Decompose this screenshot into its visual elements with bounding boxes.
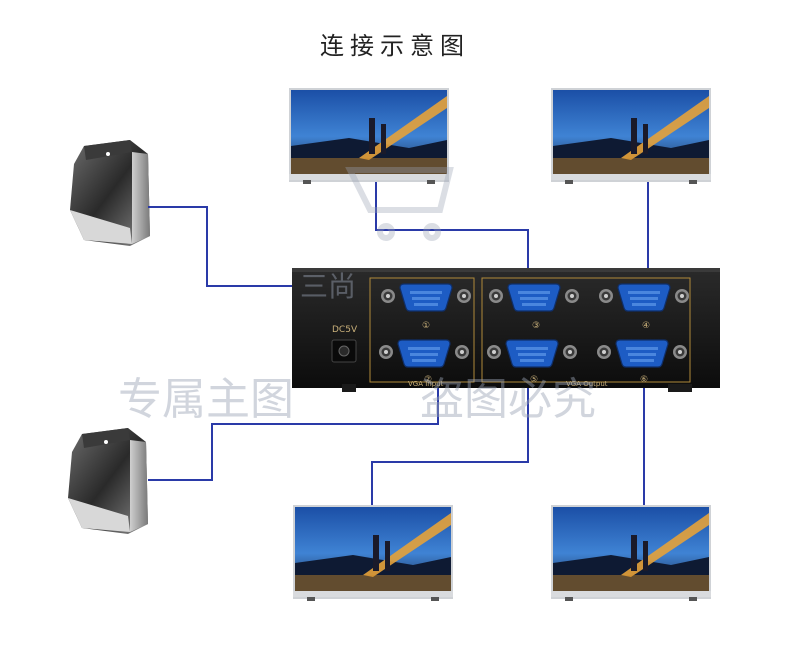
monitor-bottom-left — [293, 505, 453, 601]
cable-output3-monitor — [371, 372, 529, 505]
input-label: VGA Input — [408, 380, 444, 388]
monitor-bottom-right — [551, 505, 711, 601]
port-number-input-2: ② — [424, 375, 432, 385]
vga-splitter-device: DC5V VGA Input VGA Output ① ② ③ ④ ⑤ ⑥ — [292, 268, 720, 392]
cable-output1-monitor — [375, 182, 529, 288]
computer-bottom — [68, 428, 148, 534]
cart-icon — [345, 167, 454, 241]
watermark: 三尚 专属主图 盗图必究 — [118, 167, 596, 425]
diagram-title: 连接示意图 — [320, 32, 470, 60]
port-number-output-3: ⑤ — [530, 375, 538, 385]
cable-pc2-input2 — [148, 370, 439, 481]
dc-label: DC5V — [332, 325, 358, 335]
port-number-output-1: ③ — [532, 321, 540, 331]
port-number-output-2: ④ — [642, 321, 650, 331]
watermark-line1: 专属主图 — [118, 374, 294, 425]
watermark-top-text: 三尚 — [300, 270, 356, 303]
computer-top — [70, 140, 150, 246]
watermark-line2: 盗图必究 — [420, 374, 596, 425]
port-number-input-1: ① — [422, 321, 430, 331]
port-number-output-4: ⑥ — [640, 375, 648, 385]
output-label: VGA Output — [566, 380, 608, 388]
monitor-top-right — [551, 88, 711, 184]
